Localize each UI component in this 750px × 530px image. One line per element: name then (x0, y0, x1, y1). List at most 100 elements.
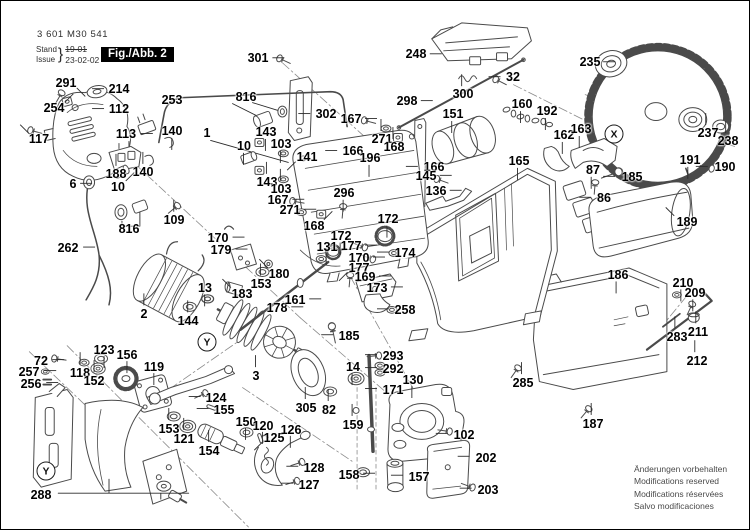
part-number-label: 141 (296, 149, 318, 164)
part-number-label: 190 (714, 159, 736, 174)
part-number-label: 102 (453, 427, 475, 442)
bearing-plate-arm-drawing (133, 365, 236, 413)
part-number-label: 254 (43, 100, 65, 115)
part-number-label: 173 (366, 280, 388, 295)
bevel-gears-drawing (324, 225, 397, 314)
part-number-label: 126 (280, 422, 302, 437)
part-number-label: 10 (111, 179, 125, 194)
power-cable-drawing (85, 179, 112, 306)
part-number-label: 82 (322, 402, 336, 417)
part-number-label: 156 (116, 347, 138, 362)
wire-bail-drawing (158, 90, 348, 144)
part-number-label: 121 (173, 431, 195, 446)
part-number-label: 166 (342, 143, 364, 158)
part-number-label: 300 (452, 86, 474, 101)
part-number-label: 210 (672, 275, 694, 290)
part-number-label: 178 (266, 300, 288, 315)
part-number-label: 248 (405, 46, 427, 61)
part-number-label: 128 (303, 460, 325, 475)
part-number-label: 172 (377, 211, 399, 226)
part-number-label: 170 (207, 230, 229, 245)
part-number-label: 171 (382, 382, 404, 397)
part-number-label: 183 (231, 286, 253, 301)
part-number-label: 167 (340, 111, 362, 126)
part-number-label: 271 (371, 131, 393, 146)
part-number-label: 816 (118, 221, 140, 236)
part-number-label: 118 (69, 365, 91, 380)
part-number-label: 6 (69, 176, 77, 191)
detail-marker-y: Y (197, 332, 217, 352)
notice-line: Änderungen vorbehalten (634, 464, 728, 474)
part-number-label: 262 (57, 240, 79, 255)
part-number-label: 283 (666, 329, 688, 344)
part-number-label: 298 (396, 93, 418, 108)
part-number-label: 185 (621, 169, 643, 184)
part-number-label: 14 (346, 359, 360, 374)
part-number-label: 209 (684, 285, 706, 300)
part-number-label: 119 (143, 359, 165, 374)
part-number-label: 86 (597, 190, 611, 205)
part-number-label: 189 (676, 214, 698, 229)
part-number-label: 117 (28, 131, 50, 146)
detail-marker-x: X (604, 124, 624, 144)
part-number-label: 177 (348, 260, 370, 275)
blade-flanges-drawing (594, 50, 730, 134)
part-number-label: 103 (270, 136, 292, 151)
part-number-label: 301 (247, 50, 269, 65)
notice-line: Salvo modificaciones (634, 500, 714, 511)
part-number-label: 1 (203, 125, 211, 140)
part-number-label: 136 (425, 183, 447, 198)
part-number-label: 168 (383, 139, 405, 154)
part-number-label: 13 (198, 280, 212, 295)
part-number-label: 186 (607, 267, 629, 282)
part-number-label: 253 (161, 92, 183, 107)
part-number-label: 154 (198, 443, 220, 458)
blade-guard-cover-drawing (588, 181, 694, 258)
part-number-label: 305 (295, 400, 317, 415)
part-number-label: 170 (348, 250, 370, 265)
notice-line: Modifications réservées (634, 488, 724, 499)
notice-line: Modifications reserved (634, 476, 720, 487)
part-number-label: 87 (586, 162, 600, 177)
part-number-label: 3 (252, 368, 260, 383)
part-number-label: 152 (83, 373, 105, 388)
part-number-label: 185 (338, 328, 360, 343)
part-number-label: 143 (256, 174, 278, 189)
figure-label: Fig./Abb. 2 (101, 47, 174, 62)
part-number-label: 169 (354, 269, 376, 284)
part-number-label: 32 (506, 69, 520, 84)
part-number-label: 161 (284, 292, 306, 307)
hex-key-drawing (645, 287, 713, 351)
part-number-label: 271 (279, 202, 301, 217)
part-number-label: 187 (582, 416, 604, 431)
part-number-label: 10 (237, 138, 251, 153)
part-number-label: 162 (553, 127, 575, 142)
part-number-label: 72 (34, 353, 48, 368)
part-number-label: 150 (235, 414, 257, 429)
part-number-label: 293 (382, 348, 404, 363)
part-number-label: 179 (210, 242, 232, 257)
part-number-label: 124 (205, 390, 227, 405)
part-number-label: 159 (342, 417, 364, 432)
part-number-label: 163 (570, 121, 592, 136)
part-number-label: 131 (316, 239, 338, 254)
part-number-label: 174 (394, 245, 416, 260)
old-issue-date: 19-01 (65, 44, 87, 54)
part-number-label: 212 (686, 353, 708, 368)
main-frame-drawing (408, 167, 558, 342)
part-number-label: 166 (423, 159, 445, 174)
stand-label: Stand (36, 44, 57, 54)
part-number-label: 237 (697, 125, 719, 140)
part-number-label: 130 (402, 372, 424, 387)
chain-drawing (502, 106, 554, 128)
brace-glyph: } (57, 45, 64, 63)
plug-parts-drawing (114, 102, 288, 227)
part-number-label: 160 (511, 96, 533, 111)
part-number-label: 192 (536, 103, 558, 118)
part-number-label: 292 (382, 361, 404, 376)
part-number-label: 168 (303, 218, 325, 233)
clamp-shoe-drawing (543, 137, 618, 172)
